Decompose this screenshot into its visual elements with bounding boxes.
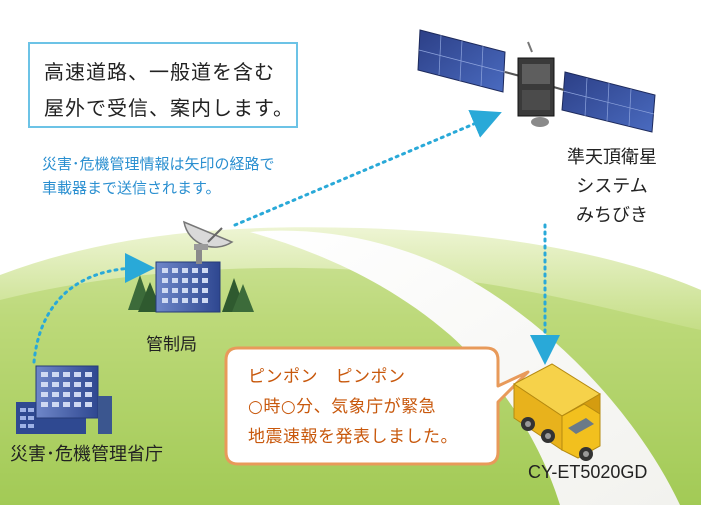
info-text-line: 高速道路、一般道を含む [44, 60, 275, 84]
control-station-icon [128, 220, 254, 313]
satellite-label-line: 準天頂衛星 [567, 147, 657, 168]
ministry-building-icon [16, 365, 112, 434]
satellite-icon [417, 29, 656, 133]
route-note: 災害･危機管理情報は矢印の経路で 車載器まで送信されます。 [42, 152, 275, 200]
truck-icon [513, 363, 601, 461]
announcement-text: ピンポン ピンポン ○時○分、気象庁が緊急 地震速報を発表しました。 [248, 362, 458, 452]
info-text-line: 屋外で受信、案内します。 [44, 96, 294, 120]
announcement-bubble [224, 346, 530, 466]
satellite-label-line: システム [576, 176, 648, 197]
info-box: 高速道路、一般道を含む 屋外で受信、案内します。 [28, 42, 298, 128]
satellite-label: 準天頂衛星 システム みちびき [556, 143, 668, 230]
receiver-label: CY-ET5020GD [528, 462, 648, 482]
route-note-line: 車載器まで送信されます。 [42, 179, 221, 197]
route-arrow-ministry-to-station [32, 253, 155, 364]
route-note-line: 災害･危機管理情報は矢印の経路で [42, 155, 275, 173]
announcement-line: ○時○分、気象庁が緊急 [248, 397, 437, 417]
station-label: 管制局 [146, 335, 197, 355]
ministry-label: 災害･危機管理省庁 [10, 444, 163, 465]
announcement-line: ピンポン ピンポン [248, 367, 406, 387]
announcement-line: 地震速報を発表しました。 [248, 427, 458, 447]
satellite-label-line: みちびき [576, 205, 648, 226]
